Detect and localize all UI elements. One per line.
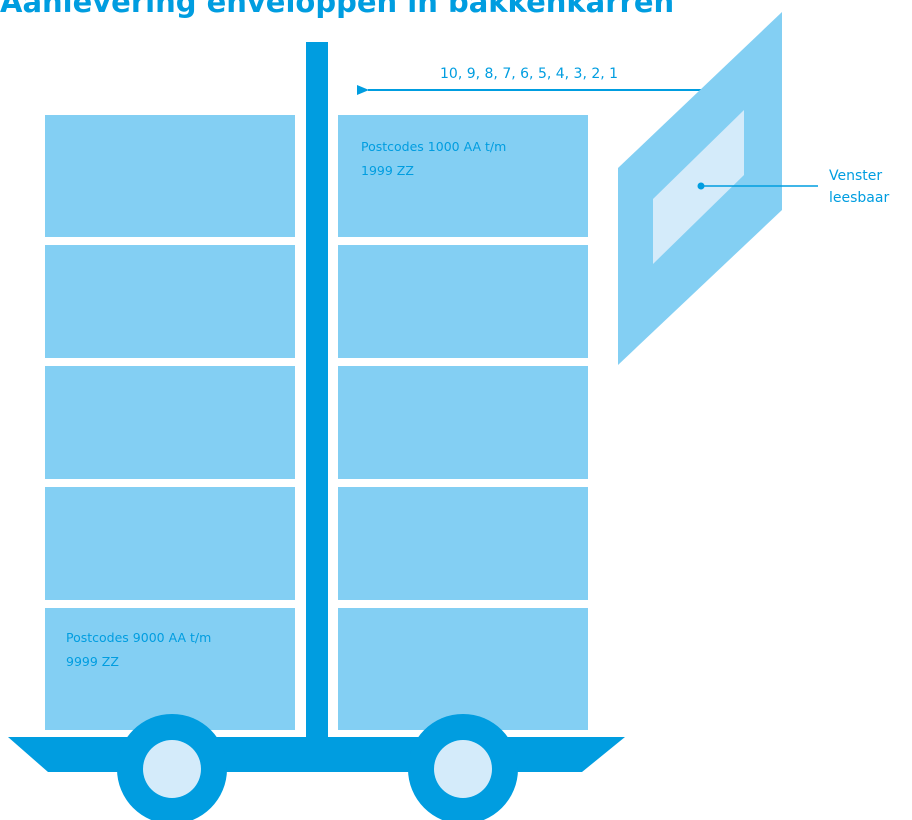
- crate-left-1: [45, 115, 295, 237]
- sequence-arrow-label: 10, 9, 8, 7, 6, 5, 4, 3, 2, 1: [440, 66, 618, 82]
- left-crate-column: [45, 115, 295, 730]
- crate-left-4: [45, 487, 295, 600]
- window-callout-label: Venster leesbaar: [829, 168, 889, 206]
- crate-right-2: [338, 245, 588, 358]
- cart-pole: [306, 42, 328, 737]
- cart-base: [8, 737, 625, 772]
- crate-left-2: [45, 245, 295, 358]
- crate-right-1: [338, 115, 588, 237]
- right-crate-column: [338, 115, 588, 730]
- crate-left-5: [45, 608, 295, 730]
- crate-left-3: [45, 366, 295, 479]
- crate-right-5: [338, 608, 588, 730]
- cart-wheel-right: [408, 714, 518, 820]
- left-bottom-crate-label: Postcodes 9000 AA t/m 9999 ZZ: [66, 630, 215, 669]
- cart-wheel-left: [117, 714, 227, 820]
- right-top-crate-label: Postcodes 1000 AA t/m 1999 ZZ: [361, 139, 510, 178]
- crate-right-3: [338, 366, 588, 479]
- crate-right-4: [338, 487, 588, 600]
- diagram-title: Aanlevering enveloppen in bakkenkarren: [0, 0, 675, 19]
